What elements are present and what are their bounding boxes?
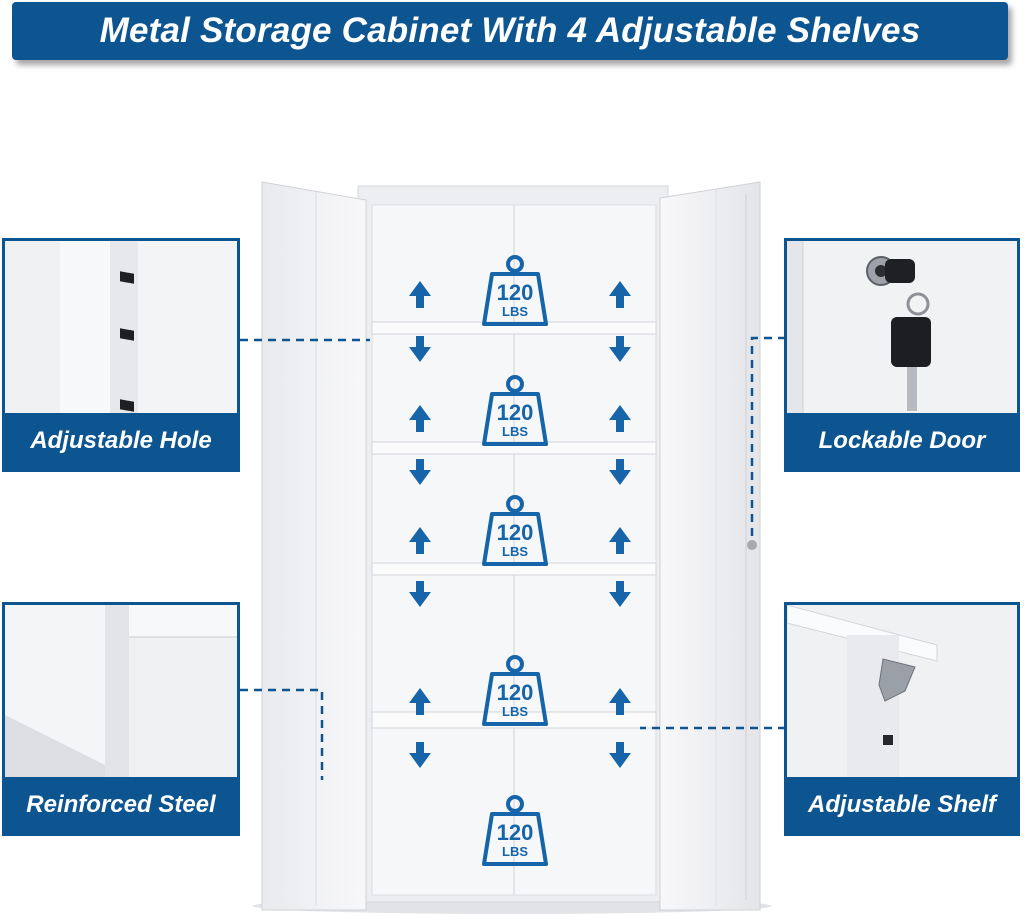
- callout-lockable-door: Lockable Door: [784, 238, 1020, 472]
- arrow-down-icon: [609, 336, 631, 362]
- adjustable-hole-photo: [5, 241, 237, 413]
- arrow-up-icon: [609, 527, 631, 554]
- arrow-down-icon: [609, 742, 631, 768]
- callout-reinforced-steel: Reinforced Steel: [2, 602, 240, 836]
- shelf-capacity-badge: 120 LBS: [480, 252, 550, 332]
- callout-label: Adjustable Hole: [5, 413, 237, 469]
- arrow-down-icon: [609, 459, 631, 485]
- weight-icon: [482, 655, 548, 726]
- lockable-door-photo: [787, 241, 1017, 413]
- callout-label: Reinforced Steel: [5, 777, 237, 833]
- weight-icon: [482, 495, 548, 566]
- capacity-value: 120: [496, 820, 534, 845]
- callout-label: Lockable Door: [787, 413, 1017, 469]
- capacity-value: 120: [496, 400, 534, 425]
- arrow-up-icon: [409, 688, 431, 715]
- reinforced-steel-photo: [5, 605, 237, 777]
- callout-adjustable-hole: Adjustable Hole: [2, 238, 240, 472]
- capacity-value: 120: [496, 520, 534, 545]
- arrow-down-icon: [609, 581, 631, 607]
- capacity-value: 120: [496, 280, 534, 305]
- callout-label: Adjustable Shelf: [787, 777, 1017, 833]
- adjustable-shelf-photo: [787, 605, 1017, 777]
- weight-icon: [482, 255, 548, 326]
- capacity-unit: LBS: [502, 544, 528, 559]
- shelf-capacity-badge: 120 LBS: [480, 792, 550, 872]
- shelf-capacity-badge: 120 LBS: [480, 492, 550, 572]
- capacity-value: 120: [496, 680, 534, 705]
- capacity-unit: LBS: [502, 424, 528, 439]
- title-banner: Metal Storage Cabinet With 4 Adjustable …: [12, 2, 1008, 60]
- arrow-up-icon: [609, 405, 631, 432]
- key-icon: [866, 256, 931, 411]
- weight-icon: [482, 375, 548, 446]
- arrow-up-icon: [609, 281, 631, 308]
- arrow-up-icon: [609, 688, 631, 715]
- arrow-up-icon: [409, 405, 431, 432]
- arrow-down-icon: [409, 742, 431, 768]
- arrow-down-icon: [409, 336, 431, 362]
- arrow-up-icon: [409, 527, 431, 554]
- capacity-unit: LBS: [502, 704, 528, 719]
- capacity-unit: LBS: [502, 304, 528, 319]
- arrow-up-icon: [409, 281, 431, 308]
- arrow-down-icon: [409, 581, 431, 607]
- page-title: Metal Storage Cabinet With 4 Adjustable …: [99, 11, 921, 50]
- shelf-capacity-badge: 120 LBS: [480, 652, 550, 732]
- callout-adjustable-shelf: Adjustable Shelf: [784, 602, 1020, 836]
- shelf-capacity-badge: 120 LBS: [480, 372, 550, 452]
- arrow-down-icon: [409, 459, 431, 485]
- capacity-unit: LBS: [502, 844, 528, 859]
- weight-icon: [482, 795, 548, 866]
